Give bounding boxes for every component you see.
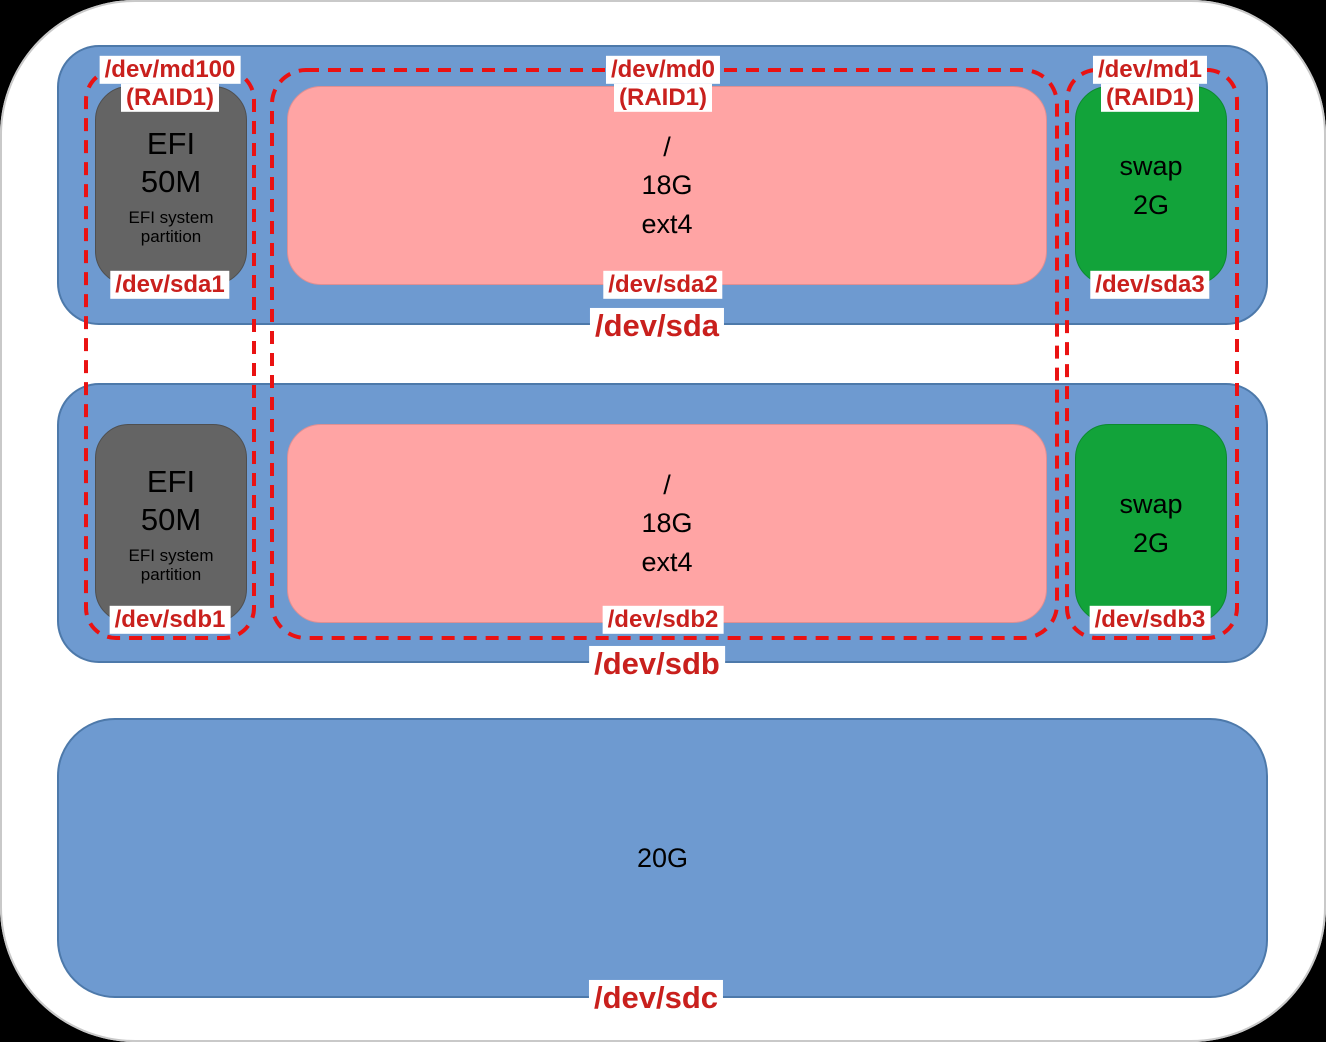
sdb3-device-label: /dev/sdb3 bbox=[1089, 605, 1211, 635]
sdb3-size: 2G bbox=[1132, 527, 1170, 558]
partition-sdb3-swap: swap 2G bbox=[1075, 424, 1227, 623]
raid-md1-name: /dev/md1 bbox=[1092, 55, 1208, 85]
raid-md100-name: /dev/md100 bbox=[99, 55, 241, 85]
sda1-device-label: /dev/sda1 bbox=[110, 270, 230, 300]
sdb1-label: EFI bbox=[146, 464, 196, 500]
sdc-size: 20G bbox=[636, 842, 689, 873]
partition-sda3-swap: swap 2G bbox=[1075, 86, 1227, 285]
partition-sdb2-root: / 18G ext4 bbox=[287, 424, 1047, 623]
sda1-size: 50M bbox=[140, 163, 202, 199]
disk-sdc-name-label: /dev/sdc bbox=[588, 979, 724, 1017]
raid-md1-type: (RAID1) bbox=[1101, 83, 1199, 113]
raid-md0-type: (RAID1) bbox=[614, 83, 712, 113]
sda3-size: 2G bbox=[1132, 189, 1170, 220]
sdb1-size: 50M bbox=[140, 501, 202, 537]
sda2-filesystem: ext4 bbox=[641, 208, 693, 239]
sdb2-size: 18G bbox=[641, 508, 693, 539]
sda2-device-label: /dev/sda2 bbox=[603, 270, 723, 300]
sda1-label: EFI bbox=[146, 126, 196, 162]
partition-sda1-efi: EFI 50M EFI system partition bbox=[95, 86, 247, 285]
disk-sdb-name-label: /dev/sdb bbox=[589, 645, 725, 683]
partition-sdb1-efi: EFI 50M EFI system partition bbox=[95, 424, 247, 623]
sdb2-filesystem: ext4 bbox=[641, 546, 693, 577]
sdb2-device-label: /dev/sdb2 bbox=[602, 605, 724, 635]
sda2-size: 18G bbox=[641, 170, 693, 201]
sda1-description: EFI system partition bbox=[128, 207, 214, 246]
sda3-device-label: /dev/sda3 bbox=[1090, 270, 1210, 300]
sdb1-description: EFI system partition bbox=[128, 545, 214, 584]
sdb3-label: swap bbox=[1119, 489, 1183, 520]
sdb1-device-label: /dev/sdb1 bbox=[109, 605, 231, 635]
partition-sda2-root: / 18G ext4 bbox=[287, 86, 1047, 285]
sdb2-mount: / bbox=[663, 470, 671, 500]
raid-md100-type: (RAID1) bbox=[121, 83, 219, 113]
disk-sdc: 20G bbox=[57, 718, 1268, 998]
sda2-mount: / bbox=[663, 132, 671, 162]
sda3-label: swap bbox=[1119, 151, 1183, 182]
raid-md0-name: /dev/md0 bbox=[605, 55, 721, 85]
disk-sda-name-label: /dev/sda bbox=[589, 307, 725, 345]
